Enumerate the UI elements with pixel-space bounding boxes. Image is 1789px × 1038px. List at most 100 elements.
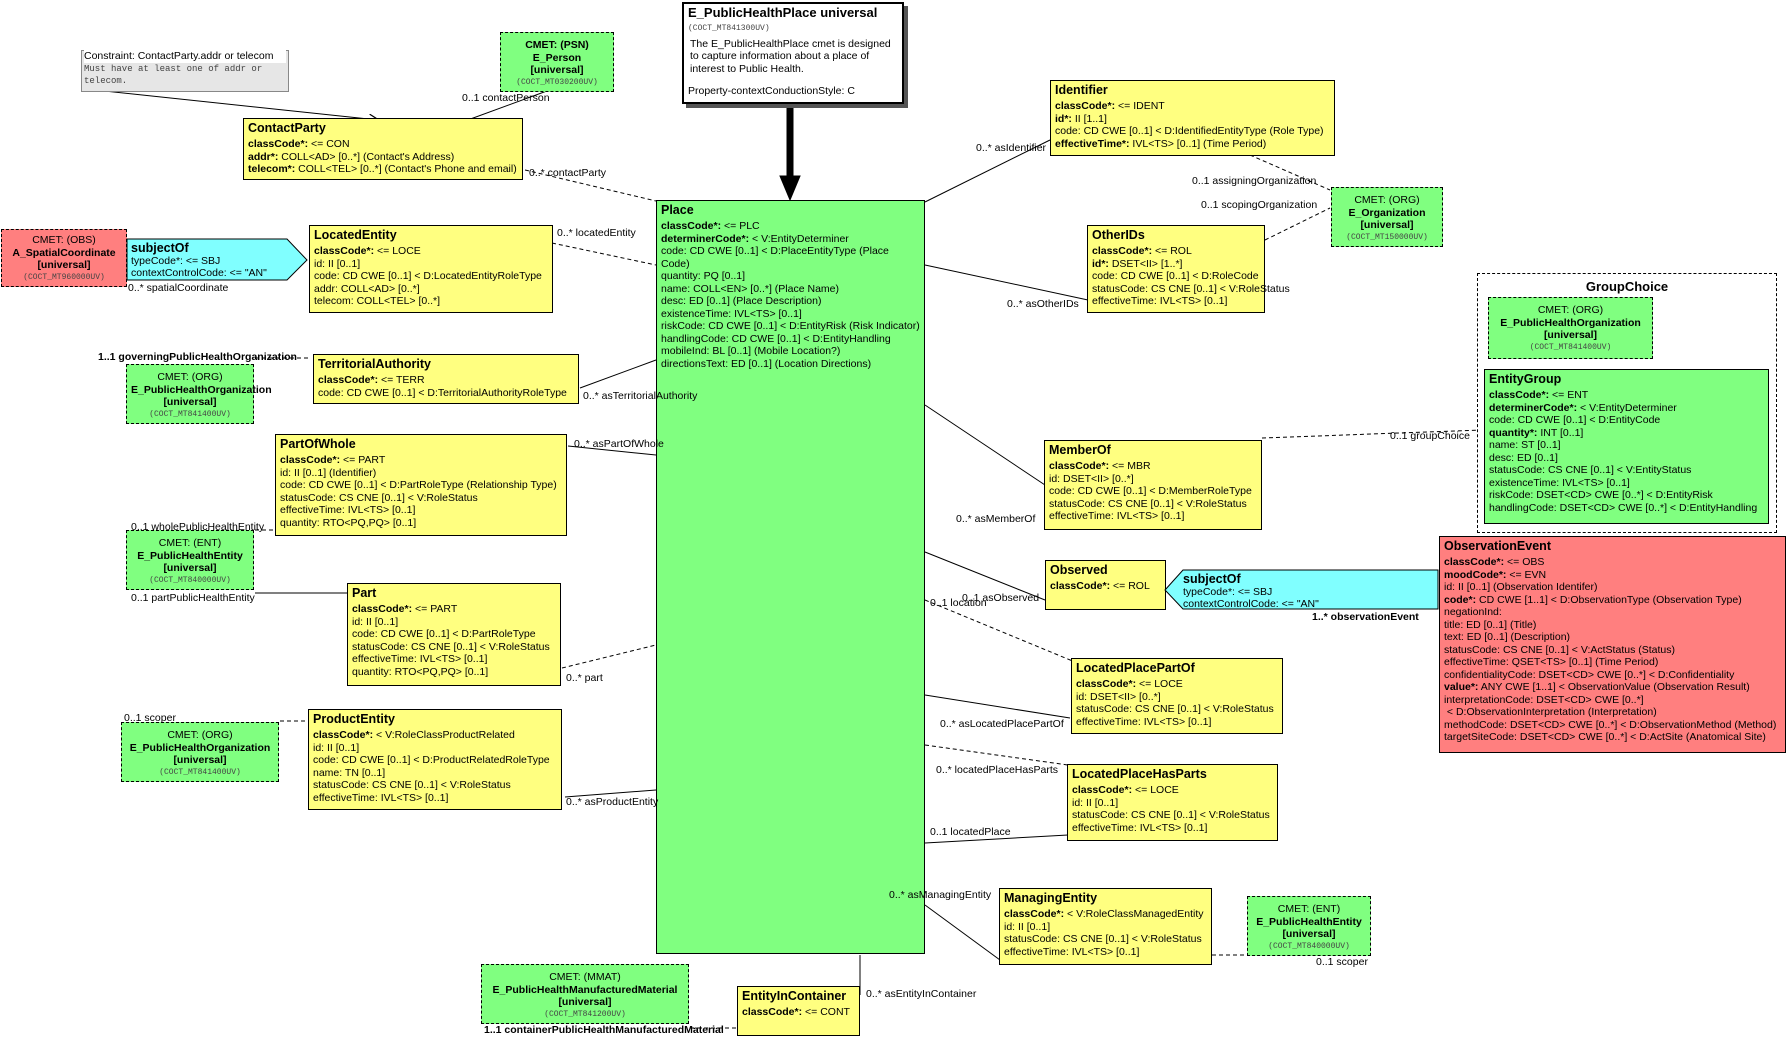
cmet-label: CMET: (ENT) bbox=[158, 537, 222, 549]
cmet-label: CMET: (MMAT) bbox=[549, 971, 621, 983]
class-observed: Observed classCode*: <= ROL bbox=[1045, 560, 1166, 610]
attr-line: classCode*: <= ROL bbox=[1050, 580, 1150, 592]
attr-line: classCode*: <= PART bbox=[352, 603, 458, 615]
assoc-label: 0..* contactParty bbox=[529, 167, 607, 179]
attr-line: effectiveTime: IVL<TS> [0..1] bbox=[280, 504, 416, 516]
class-observation-event: ObservationEvent classCode*: <= OBS mood… bbox=[1439, 536, 1786, 753]
attr-line: statusCode: CS CNE [0..1] < V:RoleStatus bbox=[313, 779, 511, 791]
attr-line: classCode*: <= ROL bbox=[1092, 245, 1192, 257]
class-title: EntityInContainer bbox=[742, 989, 847, 1003]
cmet-scope: [universal] bbox=[558, 996, 612, 1008]
attr-line: classCode*: <= LOCE bbox=[314, 245, 421, 257]
class-title: subjectOf bbox=[131, 241, 189, 255]
constraint-text: Must have at least one of addr or teleco… bbox=[84, 63, 263, 87]
cmet-scoper-org: CMET: (ORG) E_PublicHealthOrganization [… bbox=[121, 722, 279, 782]
attr-line: effectiveTime: IVL<TS> [0..1] bbox=[1076, 715, 1212, 728]
class-title: LocatedPlaceHasParts bbox=[1072, 767, 1207, 781]
attr-line: targetSiteCode: DSET<CD> CWE [0..*] < D:… bbox=[1444, 731, 1766, 743]
class-product-entity: ProductEntity classCode*: < V:RoleClassP… bbox=[308, 709, 562, 810]
attr-line: directionsText: ED [0..1] (Location Dire… bbox=[661, 357, 872, 370]
attr-line: classCode*: <= CON bbox=[248, 138, 350, 150]
attr-line: classCode*: <= LOCE bbox=[1076, 678, 1183, 690]
class-title: ContactParty bbox=[248, 121, 326, 135]
attr-line: id: II [0..1] (Identifier) bbox=[280, 466, 377, 479]
cmet-id: (COCT_MT150000UV) bbox=[1346, 232, 1428, 242]
assoc-label: 0..* asPartOfWhole bbox=[574, 438, 664, 450]
cmet-label: CMET: (ORG) bbox=[167, 729, 233, 741]
class-entity-in-container: EntityInContainer classCode*: <= CONT bbox=[737, 986, 860, 1036]
cmet-spatial-coordinate: CMET: (OBS) A_SpatialCoordinate [univers… bbox=[1, 229, 127, 287]
cmet-label: CMET: (ORG) bbox=[1537, 304, 1604, 316]
cmet-id: (COCT_MT841400UV) bbox=[159, 767, 241, 777]
attr-line: value*: ANY CWE [1..1] < ObservationValu… bbox=[1444, 681, 1750, 693]
attr-line: id: II [0..1] bbox=[314, 257, 361, 270]
cmet-header-box: E_PublicHealthPlace universal (COCT_MT84… bbox=[682, 2, 904, 104]
attr-line: statusCode: CS CNE [0..1] < V:RoleStatus bbox=[1076, 703, 1274, 715]
attr-line: name: TN [0..1] bbox=[313, 766, 386, 779]
class-title: TerritorialAuthority bbox=[318, 357, 431, 371]
cmet-label: CMET: (OBS) bbox=[32, 234, 96, 246]
cmet-label: CMET: (PSN) bbox=[525, 39, 589, 51]
class-other-ids: OtherIDs classCode*: <= ROL id*: DSET<II… bbox=[1087, 225, 1290, 313]
attr-line: id: II [0..1] bbox=[352, 615, 399, 628]
attr-line: classCode*: <= OBS bbox=[1444, 556, 1545, 568]
attr-line: methodCode: DSET<CD> CWE [0..*] < D:Obse… bbox=[1444, 718, 1777, 731]
attr-line: handlingCode: DSET<CD> CWE [0..*] < D:En… bbox=[1489, 501, 1758, 514]
attr-line: desc: ED [0..1] bbox=[1489, 451, 1558, 464]
assoc-label: 0..1 locatedPlace bbox=[930, 826, 1011, 838]
attr-line: code: CD CWE [0..1] < D:TerritorialAutho… bbox=[318, 386, 567, 399]
cmet-label: CMET: (ORG) bbox=[1354, 194, 1420, 206]
assoc-label: 0..* asLocatedPlacePartOf bbox=[940, 718, 1064, 730]
attr-line: id: DSET<II> [0..*] bbox=[1049, 472, 1134, 485]
cmet-name: E_PublicHealthEntity bbox=[1256, 915, 1362, 928]
cmet-group-org: CMET: (ORG) E_PublicHealthOrganization [… bbox=[1488, 297, 1653, 359]
attr-line: classCode*: <= IDENT bbox=[1055, 100, 1165, 112]
attr-line: statusCode: CS CNE [0..1] < V:RoleStatus bbox=[1004, 933, 1202, 945]
attr-line: mobileInd: BL [0..1] (Mobile Location?) bbox=[661, 345, 841, 357]
cmet-governing-org: CMET: (ORG) E_PublicHealthOrganization [… bbox=[126, 364, 272, 424]
attr-line: effectiveTime: IVL<TS> [0..1] bbox=[352, 653, 488, 665]
cmet-scope: [universal] bbox=[1360, 219, 1414, 231]
cmet-label: CMET: (ORG) bbox=[157, 371, 223, 383]
attr-line: effectiveTime: IVL<TS> [0..1] bbox=[1049, 510, 1185, 522]
cmet-scope: [universal] bbox=[173, 754, 227, 766]
attr-line: < D:ObservationInterpretation (Interpret… bbox=[1444, 706, 1657, 718]
attr-line: addr*: COLL<AD> [0..*] (Contact's Addres… bbox=[248, 150, 455, 163]
cmet-name: E_Person bbox=[532, 51, 582, 64]
assoc-label: 0..1 contactPerson bbox=[462, 92, 550, 104]
attr-line: typeCode*: <= SBJ bbox=[1183, 586, 1273, 598]
cmet-scope: [universal] bbox=[530, 64, 584, 76]
attr-line: effectiveTime: IVL<TS> [0..1] bbox=[313, 791, 449, 804]
class-entity-group: EntityGroup classCode*: <= ENT determine… bbox=[1484, 369, 1769, 524]
class-part-of-whole: PartOfWhole classCode*: <= PART id: II [… bbox=[275, 434, 567, 536]
attr-line: statusCode: CS CNE [0..1] < V:RoleStatus bbox=[1072, 809, 1270, 821]
assoc-label: 0..* asMemberOf bbox=[956, 513, 1036, 525]
attr-line: moodCode*: <= EVN bbox=[1444, 568, 1547, 581]
class-title: PartOfWhole bbox=[280, 437, 356, 451]
assoc-label: 0..* locatedPlaceHasParts bbox=[936, 764, 1058, 776]
assoc-label: 0..1 scopingOrganization bbox=[1201, 199, 1318, 211]
cmet-e-person: CMET: (PSN) E_Person [universal] (COCT_M… bbox=[500, 32, 614, 92]
class-subject-of-right: subjectOf typeCode*: <= SBJ contextContr… bbox=[1164, 569, 1439, 610]
attr-line: interpretationCode: DSET<CD> CWE [0..*] bbox=[1444, 693, 1644, 706]
attr-line: classCode*: < V:RoleClassManagedEntity bbox=[1004, 908, 1204, 920]
cmet-scope: [universal] bbox=[163, 396, 217, 408]
cmet-scope: [universal] bbox=[1543, 329, 1598, 341]
class-title: LocatedPlacePartOf bbox=[1076, 661, 1195, 675]
assoc-label: 0..* asIdentifier bbox=[976, 142, 1047, 154]
cmet-id: (COCT_MT840000UV) bbox=[149, 575, 231, 585]
class-member-of: MemberOf classCode*: <= MBR id: DSET<II>… bbox=[1044, 440, 1262, 530]
attr-line: id: II [0..1] bbox=[313, 741, 360, 754]
assoc-label: 0..* asManagingEntity bbox=[889, 889, 992, 901]
cmet-name: E_Organization bbox=[1348, 206, 1426, 219]
class-identifier: Identifier classCode*: <= IDENT id*: II … bbox=[1050, 80, 1335, 156]
attr-line: quantity: RTO<PQ,PQ> [0..1] bbox=[280, 516, 417, 529]
cmet-id: (COCT_MT841200UV) bbox=[544, 1009, 626, 1019]
attr-line: statusCode: CS CNE [0..1] < V:EntityStat… bbox=[1489, 464, 1692, 476]
attr-line: statusCode: CS CNE [0..1] < V:RoleStatus bbox=[352, 640, 550, 653]
cmet-scope: [universal] bbox=[163, 562, 217, 574]
assoc-label: 0..* locatedEntity bbox=[557, 227, 636, 239]
attr-line: classCode*: <= MBR bbox=[1049, 460, 1151, 472]
class-contact-party: ContactParty classCode*: <= CON addr*: C… bbox=[243, 118, 523, 180]
attr-line: id*: DSET<II> [1..*] bbox=[1092, 257, 1183, 270]
